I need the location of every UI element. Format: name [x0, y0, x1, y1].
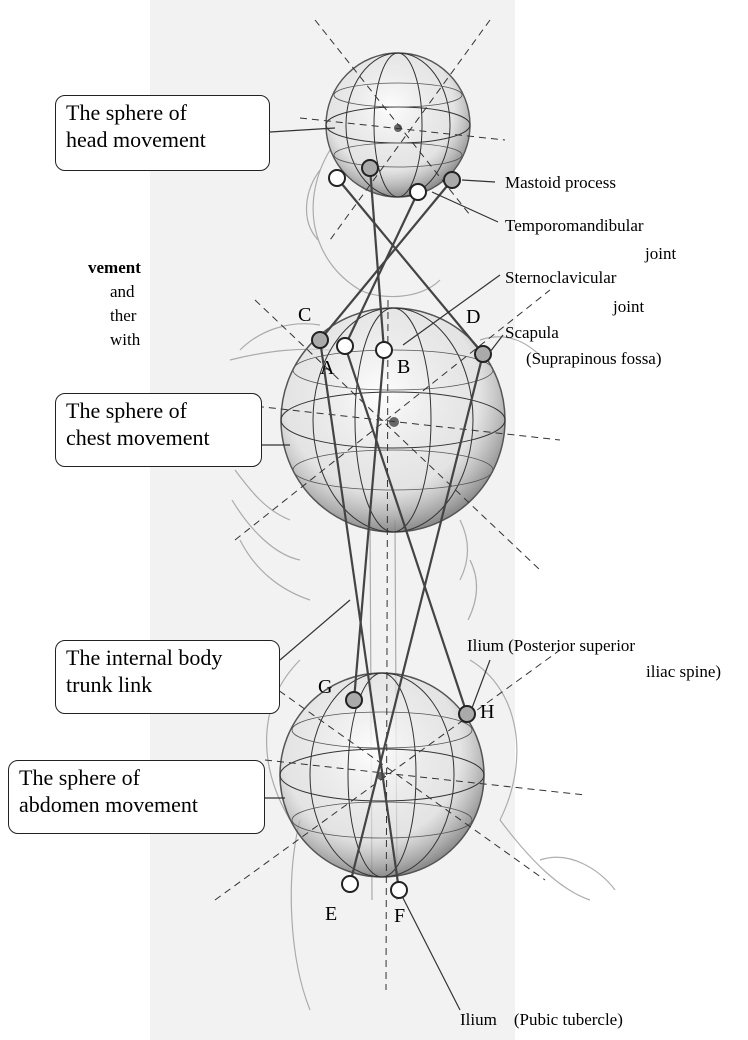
point-D-marker	[475, 346, 491, 362]
left-text-fragment-4: with	[110, 330, 140, 350]
point-G-marker	[346, 692, 362, 708]
point-H-marker	[459, 706, 475, 722]
chest-sphere-label-line2: chest movement	[66, 425, 251, 452]
trunk-link-label-line2: trunk link	[66, 672, 269, 699]
head-sphere-label-line2: head movement	[66, 127, 259, 154]
scapula-label-line1: Scapula	[505, 323, 559, 343]
left-text-fragment-2: and	[110, 282, 135, 302]
point-C-label: C	[298, 304, 311, 327]
abdomen-sphere-label-line2: abdomen movement	[19, 792, 254, 819]
point-F-marker	[391, 882, 407, 898]
mastoid-left-marker	[329, 170, 345, 186]
sternoclavicular-label-line1: Sternoclavicular	[505, 268, 616, 288]
point-E-marker	[342, 876, 358, 892]
ilium-pubic-label: Ilium (Pubic tubercle)	[460, 1010, 623, 1030]
trunk-link-label: The internal body trunk link	[55, 640, 280, 714]
abdomen-sphere-label: The sphere of abdomen movement	[8, 760, 265, 834]
point-A-label: A	[320, 357, 334, 380]
tmj-label-line2: joint	[645, 244, 676, 264]
point-A-marker	[337, 338, 353, 354]
point-B-label: B	[397, 356, 410, 379]
chest-sphere-label: The sphere of chest movement	[55, 393, 262, 467]
point-B-marker	[376, 342, 392, 358]
left-text-fragment-1: vement	[88, 258, 141, 278]
mastoid-right-marker	[444, 172, 460, 188]
point-F-label: F	[394, 905, 405, 928]
point-C-marker	[312, 332, 328, 348]
ilium-posterior-label-line1: Ilium (Posterior superior	[467, 636, 635, 656]
sternoclavicular-label-line2: joint	[613, 297, 644, 317]
point-D-label: D	[466, 306, 480, 329]
left-text-fragment-3: ther	[110, 306, 136, 326]
point-H-label: H	[480, 701, 494, 724]
head-sphere-label: The sphere of head movement	[55, 95, 270, 171]
tmj-marker	[410, 184, 426, 200]
point-G-label: G	[318, 676, 332, 699]
trunk-link-label-line1: The internal body	[66, 645, 269, 672]
tmj-label-line1: Temporomandibular	[505, 216, 644, 236]
head-sphere-label-line1: The sphere of	[66, 100, 259, 127]
scapula-label-line2: (Suprapinous fossa)	[526, 349, 662, 369]
ilium-posterior-label-line2: iliac spine)	[646, 662, 721, 682]
abdomen-sphere-label-line1: The sphere of	[19, 765, 254, 792]
mastoid-process-label: Mastoid process	[505, 173, 616, 193]
point-E-label: E	[325, 903, 337, 926]
head-point-marker	[362, 160, 378, 176]
chest-sphere-label-line1: The sphere of	[66, 398, 251, 425]
